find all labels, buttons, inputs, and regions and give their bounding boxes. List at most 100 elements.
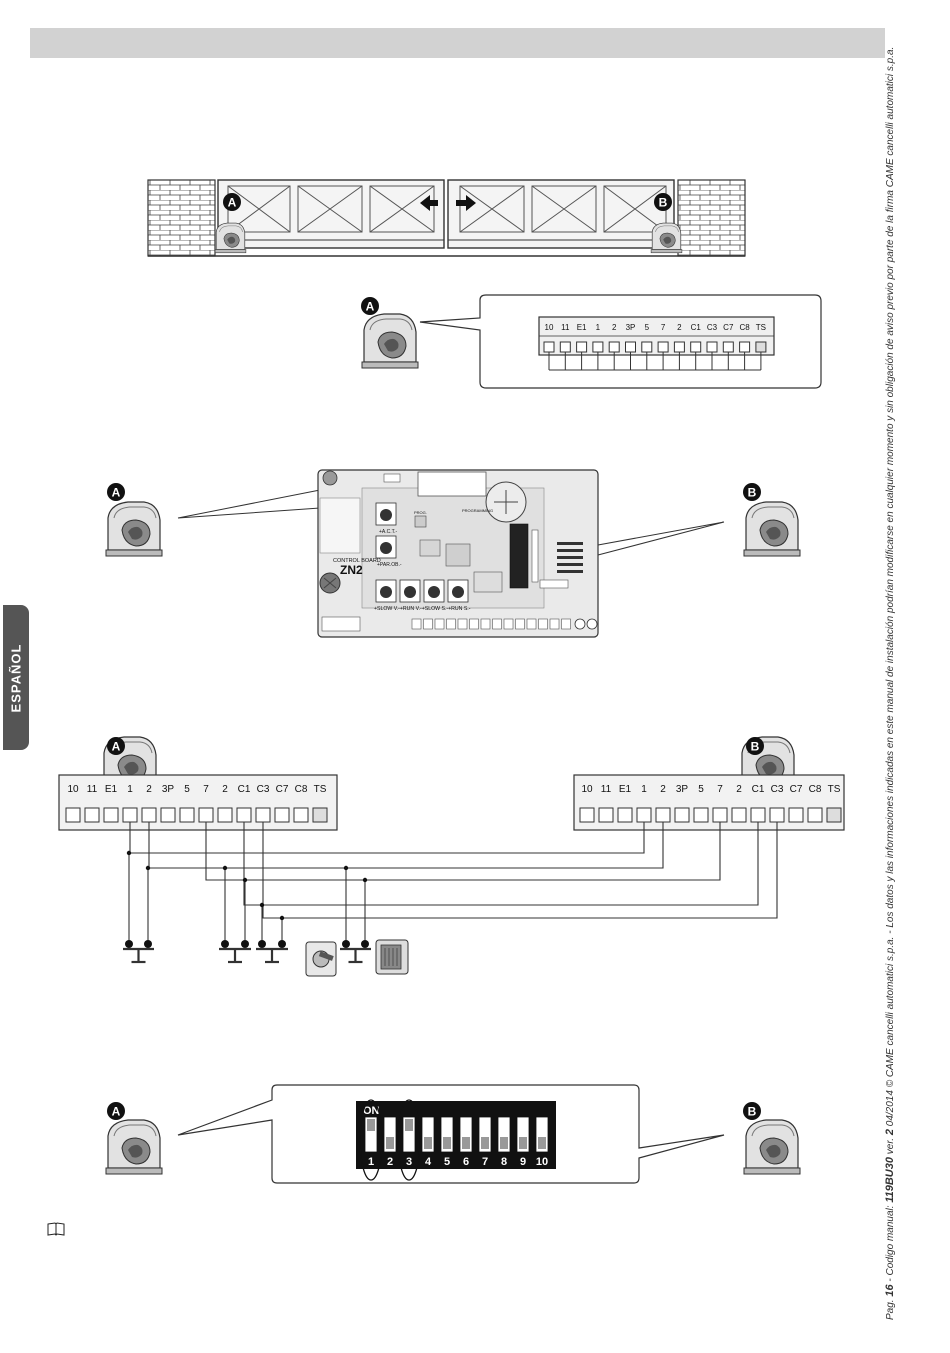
dip-switch-number: 1 [368,1156,374,1168]
strip-a-terminal-label: 2 [222,784,228,795]
left-gate-leaf [217,179,445,249]
callout-terminal-screw [641,341,653,353]
callout-terminal-screw [755,341,767,353]
pushbutton-icon [256,940,288,964]
strip-a-terminal-label: 5 [184,784,190,795]
callout-terminal-label: 1 [596,323,601,332]
board-terminal [480,618,491,630]
pushbutton-icon [340,940,371,964]
callout-terminal-screw [543,341,555,353]
strip-a-terminal-screw [160,807,176,823]
callout-terminal-label: 3P [626,323,636,332]
board-terminal [549,618,560,630]
strip-a-terminal-label: TS [314,784,327,795]
callout-terminal-label: TS [756,323,766,332]
marker-b-gate: B [654,193,672,211]
board-terminal [446,618,456,630]
svg-text:B: B [751,740,760,754]
strip-a-terminal-screw [103,807,119,823]
strip-b-terminal-label: 1 [641,784,647,795]
strip-a-terminal-label: 11 [87,784,98,795]
arrow-left-icon [420,195,438,211]
strip-a-terminal-label: 7 [203,784,209,795]
dip-switch-number: 10 [536,1156,548,1168]
dip-switch-lever [443,1137,451,1149]
strip-b-terminal-screw [750,807,766,823]
strip-b-terminal-screw [693,807,709,823]
marker-a-board: A [107,483,125,501]
pushbutton-icon [123,940,154,964]
strip-a-terminal-label: 3P [162,784,175,795]
svg-text:PROGRAMMING: PROGRAMMING [462,508,493,513]
strip-b-terminal-screw [617,807,633,823]
callout-terminal-label: 7 [661,323,666,332]
strip-b-terminal-label: C7 [790,784,803,795]
prog-button [414,515,427,528]
strip-a-terminal-label: E1 [105,784,118,795]
callout-terminal-label: C1 [691,323,702,332]
callout-terminal-label: E1 [577,323,587,332]
motor-a-dip [105,1119,163,1175]
board-label: CONTROL BOARD [333,558,381,564]
board-model: ZN2 [340,563,363,577]
motor-b-small [650,222,683,254]
board-terminal [526,618,537,630]
svg-text:A: A [112,486,121,500]
trimmer-label-speeds: +SLOW V.-+RUN V.-+SLOW S.-+RUN S.- [374,606,471,612]
key-selector-icon [305,941,337,977]
strip-b-terminal-label: C1 [752,784,765,795]
arrow-right-icon [456,195,476,211]
dip-switch-lever [538,1137,546,1149]
callout-terminal-label: 2 [612,323,617,332]
dip-switch-lever [424,1137,432,1149]
board-terminal [561,618,571,630]
strip-a-terminal-label: C3 [257,784,270,795]
gate-overview: A B [147,179,746,257]
dip-switch-number: 4 [425,1156,432,1168]
dip-switch-lever [519,1137,527,1149]
strip-a-terminal-screw [255,807,271,823]
dip-switch-number: 6 [463,1156,469,1168]
strip-b-terminal-label: C3 [771,784,784,795]
board-terminal [538,618,548,630]
header-bar [30,28,885,58]
language-tab: ESPAÑOL [3,605,29,750]
dip-switch-lever [386,1137,394,1149]
board-terminal [469,618,479,630]
marker-a-gate: A [223,193,241,211]
callout-terminal-screw [739,341,751,353]
callout-terminal-screw [690,341,702,353]
svg-text:B: B [748,1105,757,1119]
book-icon [47,1222,65,1236]
dip-switch-lever [405,1119,413,1131]
strip-b-terminal-screw [826,807,842,823]
svg-text:A: A [112,740,121,754]
marker-a-dip: A [107,1102,125,1120]
strip-a-terminal-screw [217,807,233,823]
dip-switch-number: 7 [482,1156,488,1168]
callout-terminal-label: 10 [545,323,554,332]
right-gate-leaf [447,179,675,249]
callout-terminal-screw [625,341,636,353]
dip-switch-lever [367,1119,375,1131]
right-brick-pillar [677,179,746,257]
dip-switch-number: 3 [406,1156,412,1168]
callout-terminal-label: 2 [677,323,682,332]
board-terminal [503,618,514,630]
strip-b-terminal-screw [788,807,804,823]
pushbutton-icon [219,940,251,964]
trimmer-label-act: +A.C.T.- [379,529,398,535]
board-terminal [492,618,502,630]
marker-a-callout: A [361,297,379,315]
strip-a-terminal-label: C8 [295,784,308,795]
svg-text:A: A [228,196,237,210]
board-terminal [423,618,433,630]
callout-terminal-screw [706,341,718,353]
strip-a-terminal-screw [236,807,252,823]
dip-switch-lever [481,1137,489,1149]
dip-switch-lever [462,1137,470,1149]
